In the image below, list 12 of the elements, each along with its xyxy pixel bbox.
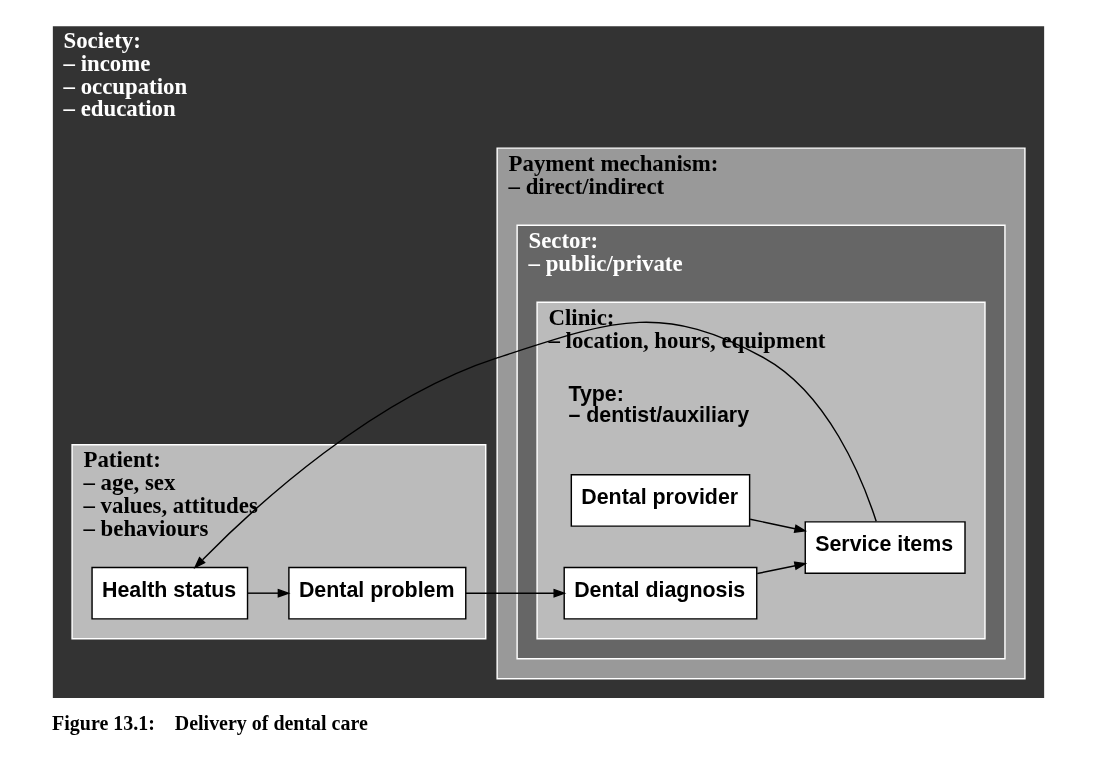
node-box: Dental provider [570, 474, 750, 527]
arrow [246, 588, 291, 598]
node-box: Health status [90, 566, 248, 620]
arrow [464, 588, 566, 598]
arrow [756, 561, 807, 575]
arrow [193, 321, 877, 569]
node-box: Service items [804, 521, 966, 574]
node-box: Dental diagnosis [562, 566, 757, 620]
node-box: Dental problem [287, 566, 466, 620]
node-label: Type: [567, 381, 624, 406]
arrow [748, 518, 807, 533]
caption: Figure 13.1: Delivery of dental care [51, 712, 368, 735]
